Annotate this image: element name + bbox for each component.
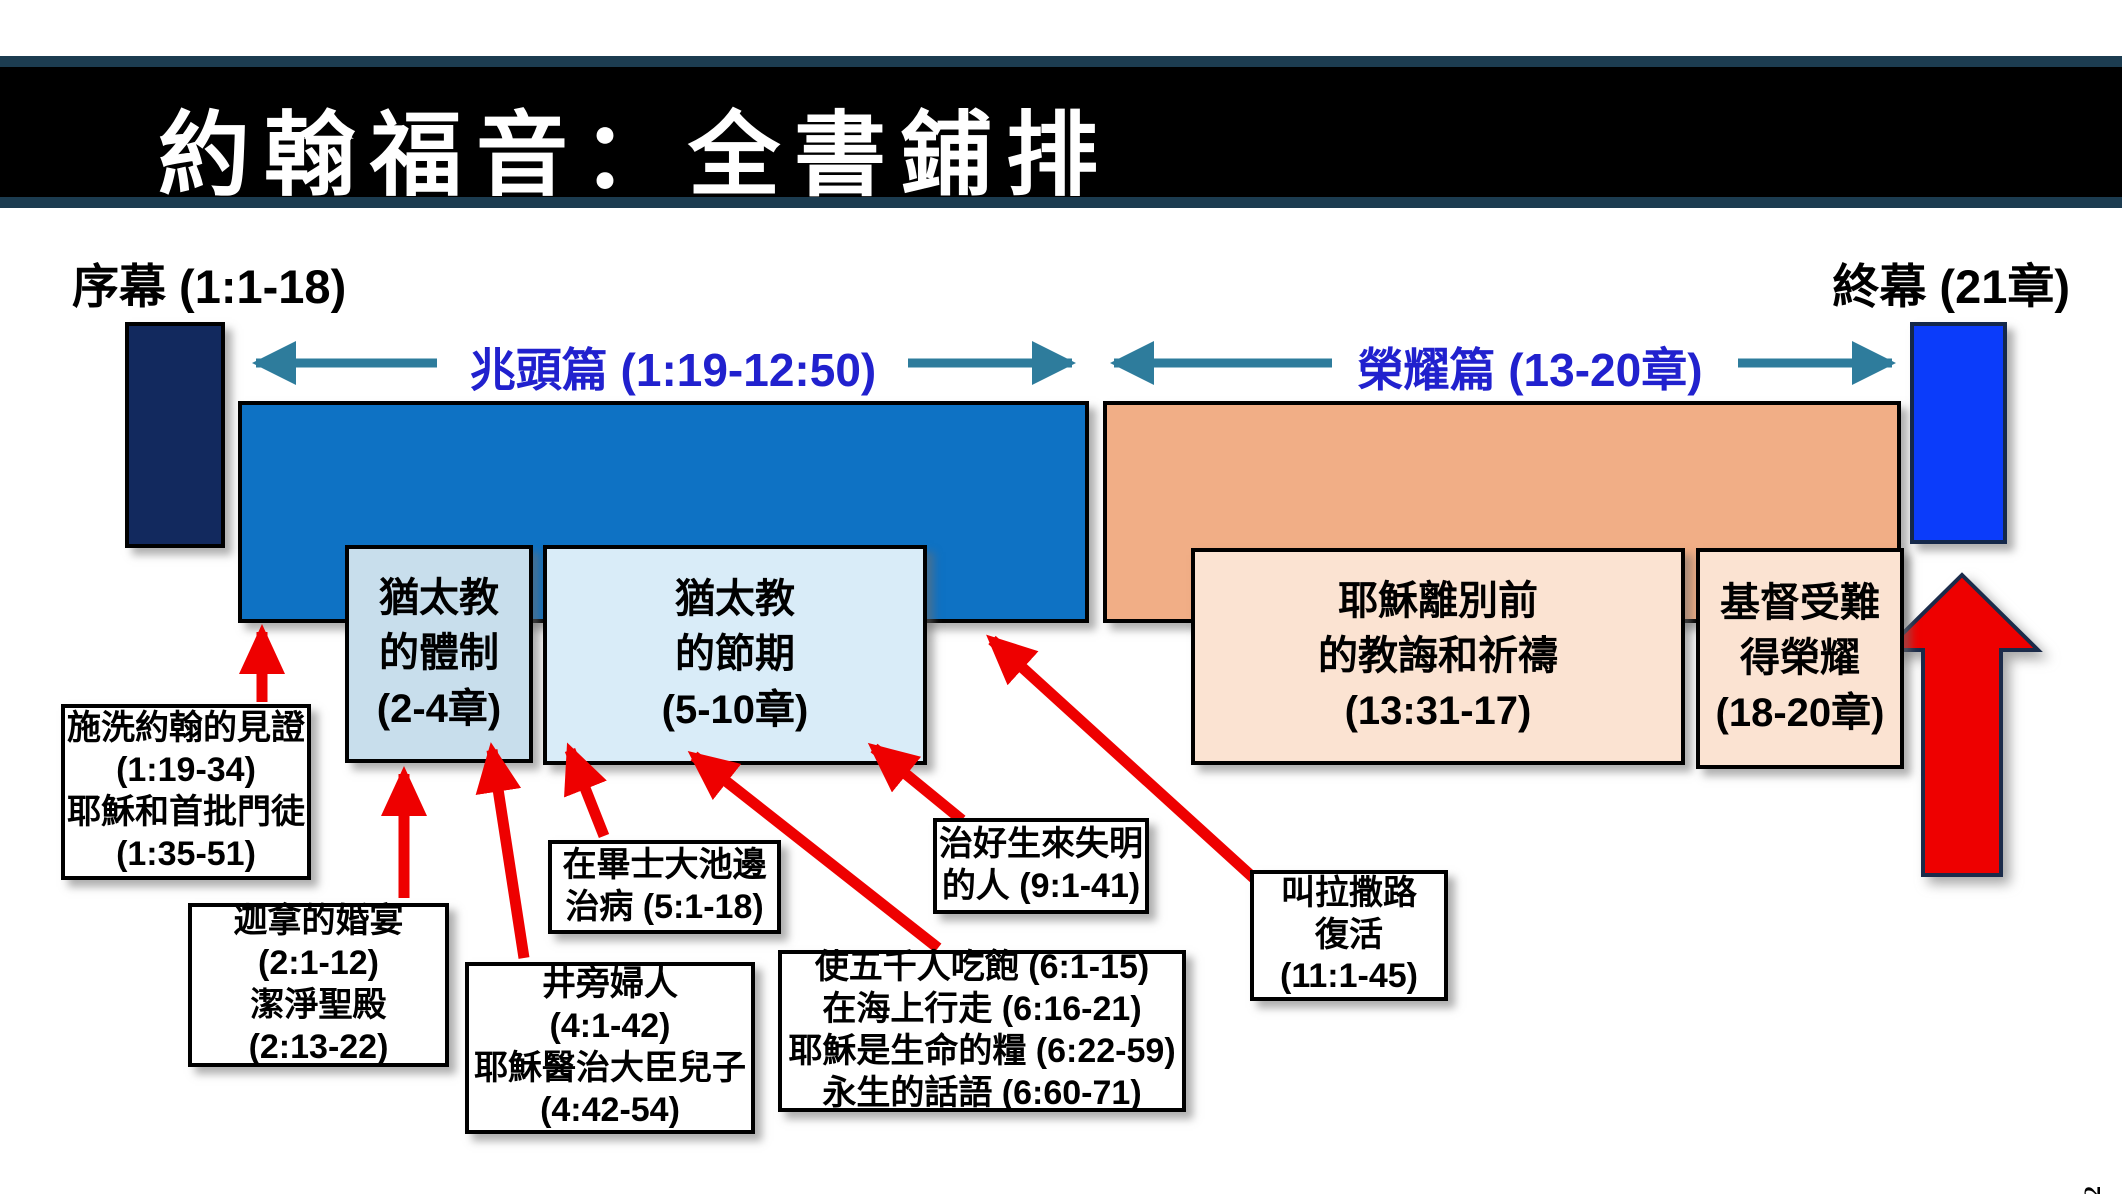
callout-line: (2:13-22)	[248, 1027, 389, 1066]
callout-samaritan-woman: 井旁婦人 (4:1-42) 耶穌醫治大臣兒子 (4:42-54)	[465, 962, 755, 1134]
box-passion-glory: 基督受難 得榮耀 (18-20章)	[1696, 548, 1904, 769]
callout-line: 治好生來失明	[939, 825, 1143, 864]
callout-line: 在海上行走 (6:16-21)	[822, 990, 1142, 1029]
callout-line: 叫拉撒路	[1281, 873, 1417, 912]
callout-line: 潔淨聖殿	[250, 986, 387, 1024]
box-line: 的節期	[675, 632, 795, 677]
box-farewell-teaching: 耶穌離別前 的教誨和祈禱 (13:31-17)	[1191, 548, 1685, 765]
box-line: (13:31-17)	[1344, 689, 1532, 734]
callout-feeding-5000: 使五千人吃飽 (6:1-15) 在海上行走 (6:16-21) 耶穌是生命的糧 …	[778, 948, 1186, 1112]
callout-john-witness: 施洗約翰的見證 (1:19-34) 耶穌和首批門徒 (1:35-51)	[61, 704, 311, 880]
callout-line: 在畢士大池邊	[562, 846, 767, 885]
box-line: 猶太教	[379, 576, 499, 621]
callout-line: 耶穌是生命的糧 (6:22-59)	[788, 1032, 1176, 1070]
callout-line: (11:1-45)	[1280, 957, 1418, 996]
box-line: 耶穌離別前	[1338, 578, 1538, 623]
callout-blind-man: 治好生來失明 的人 (9:1-41)	[933, 818, 1149, 914]
box-line: 的體制	[379, 631, 499, 676]
epilogue-bar	[1910, 322, 2007, 544]
callout-line: 使五千人吃飽 (6:1-15)	[814, 948, 1150, 987]
callout-line: 施洗約翰的見證	[67, 709, 305, 748]
callout-line: 耶穌醫治大臣兒子	[474, 1049, 746, 1087]
slide-title: 約翰福音：全書鋪排	[158, 101, 1113, 209]
box-line: 的教誨和祈禱	[1318, 633, 1558, 678]
box-line: 得榮耀	[1740, 635, 1860, 680]
prologue-label: 序幕 (1:1-18)	[72, 260, 347, 313]
callout-line: (1:35-51)	[116, 834, 256, 873]
callout-line: 治病 (5:1-18)	[565, 888, 764, 926]
box-line: 基督受難	[1720, 580, 1880, 625]
callout-line: (4:42-54)	[540, 1090, 680, 1129]
callout-line: (2:1-12)	[258, 944, 379, 983]
callout-lazarus: 叫拉撒路 復活 (11:1-45)	[1250, 870, 1448, 1001]
callout-line: 耶穌和首批門徒	[67, 793, 305, 831]
footer-reference-code: PR20250119-02	[2080, 1186, 2106, 1194]
callout-bethesda-healing: 在畢士大池邊 治病 (5:1-18)	[548, 840, 781, 934]
callout-line: (1:19-34)	[116, 751, 256, 790]
red-block-up-arrow	[1881, 572, 2043, 877]
box-jewish-festivals: 猶太教 的節期 (5-10章)	[543, 545, 927, 765]
callout-line: 井旁婦人	[542, 965, 678, 1004]
epilogue-label: 終幕 (21章)	[1832, 260, 2070, 313]
callout-line: 永生的話語 (6:60-71)	[822, 1073, 1142, 1112]
box-line: (2-4章)	[376, 686, 502, 731]
callout-line: 迦拿的婚宴	[233, 902, 404, 941]
box-jewish-institutions: 猶太教 的體制 (2-4章)	[345, 545, 533, 763]
callout-cana-wedding: 迦拿的婚宴 (2:1-12) 潔淨聖殿 (2:13-22)	[188, 902, 449, 1067]
box-line: 猶太教	[675, 577, 795, 622]
callout-line: 的人 (9:1-41)	[941, 867, 1141, 905]
prologue-bar	[125, 322, 225, 548]
connector-samaritan-arrow	[475, 742, 530, 959]
title-bar: 約翰福音：全書鋪排	[0, 56, 2122, 209]
signs-section-label: 兆頭篇 (1:19-12:50)	[469, 344, 877, 396]
glory-section-label: 榮耀篇 (13-20章)	[1357, 344, 1703, 396]
callout-line: (4:1-42)	[549, 1007, 671, 1046]
callout-line: 復活	[1315, 915, 1383, 954]
box-line: (18-20章)	[1715, 691, 1885, 736]
box-line: (5-10章)	[661, 687, 809, 732]
